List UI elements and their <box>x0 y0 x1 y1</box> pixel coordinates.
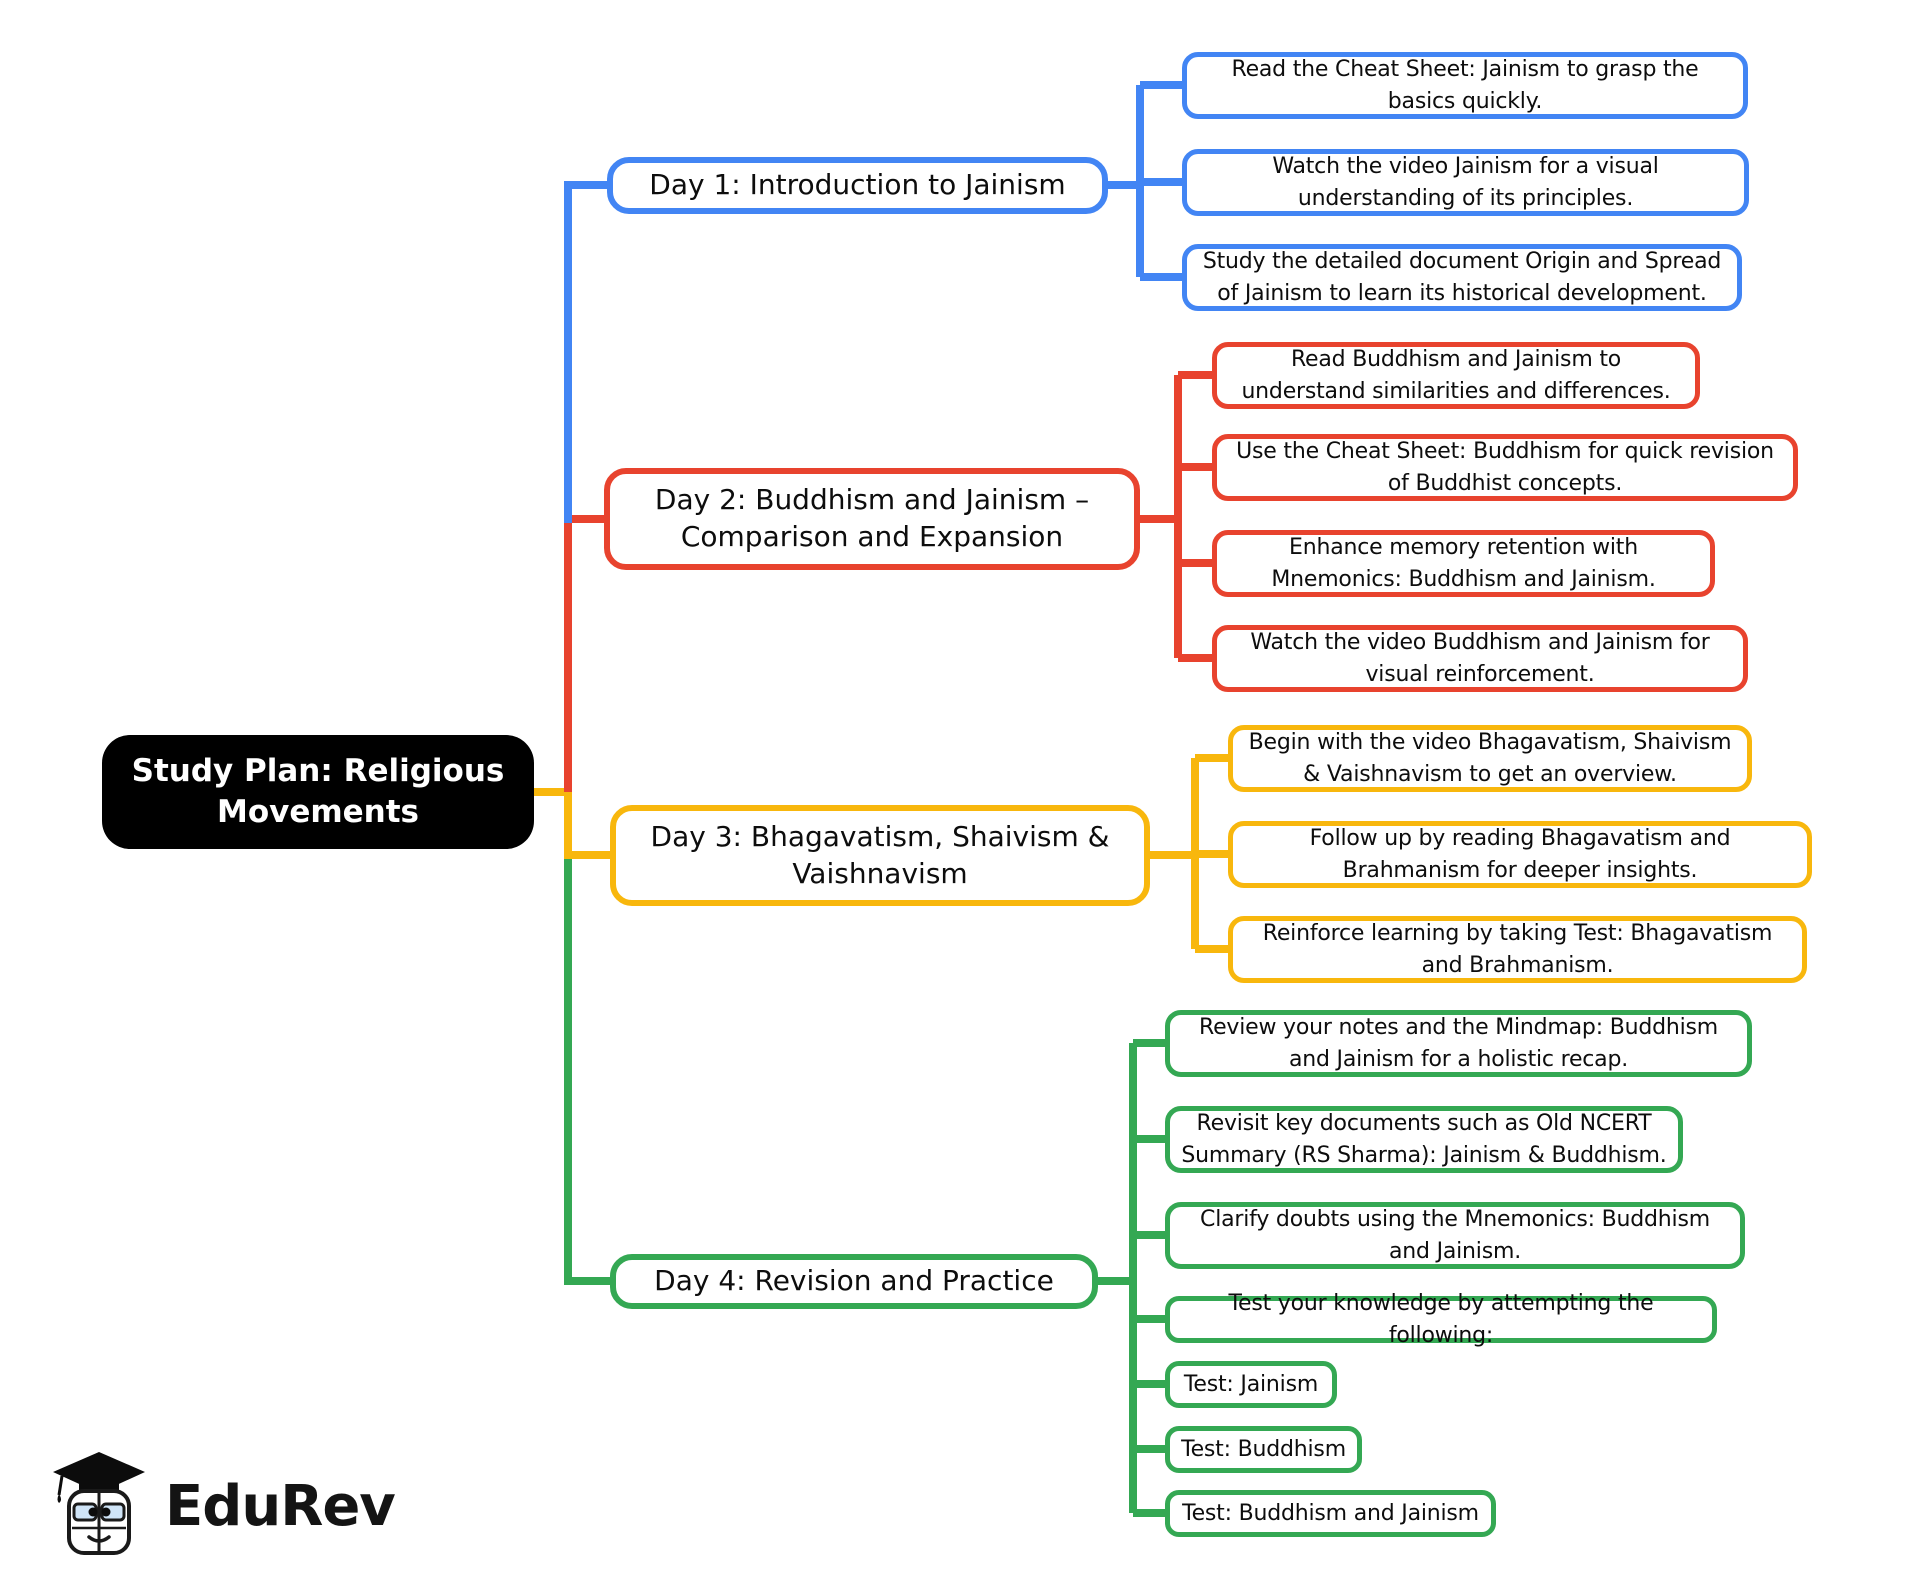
day3-item-2[interactable]: Follow up by reading Bhagavatism and Bra… <box>1228 821 1812 888</box>
day1-item-1[interactable]: Read the Cheat Sheet: Jainism to grasp t… <box>1182 52 1748 119</box>
connector-main-day1 <box>564 181 607 523</box>
day4-item-5-test-jainism[interactable]: Test: Jainism <box>1165 1361 1337 1408</box>
day2-item-1[interactable]: Read Buddhism and Jainism to understand … <box>1212 342 1700 409</box>
day1-item-3[interactable]: Study the detailed document Origin and S… <box>1182 244 1742 311</box>
day2-node[interactable]: Day 2: Buddhism and Jainism – Comparison… <box>604 468 1140 570</box>
edurev-logo[interactable]: EduRev <box>49 1448 396 1564</box>
connector-sub-day2 <box>1140 371 1212 662</box>
connector-sub-day3 <box>1150 754 1228 953</box>
connector-sub-day1 <box>1108 81 1182 281</box>
edurev-mascot-icon <box>49 1448 149 1564</box>
day4-item-7-test-buddhism-jainism[interactable]: Test: Buddhism and Jainism <box>1165 1490 1496 1537</box>
day4-item-1[interactable]: Review your notes and the Mindmap: Buddh… <box>1165 1010 1752 1077</box>
day1-node[interactable]: Day 1: Introduction to Jainism <box>607 157 1108 214</box>
day3-item-1[interactable]: Begin with the video Bhagavatism, Shaivi… <box>1228 725 1752 792</box>
day4-item-2[interactable]: Revisit key documents such as Old NCERT … <box>1165 1106 1683 1173</box>
day1-item-2[interactable]: Watch the video Jainism for a visual und… <box>1182 149 1749 216</box>
edurev-logo-text: EduRev <box>165 1473 396 1539</box>
day4-item-3[interactable]: Clarify doubts using the Mnemonics: Budd… <box>1165 1202 1745 1269</box>
connector-main-day4 <box>564 792 610 1285</box>
root-node: Study Plan: Religious Movements <box>102 735 534 849</box>
day4-item-6-test-buddhism[interactable]: Test: Buddhism <box>1165 1426 1362 1473</box>
connector-main-day2 <box>564 515 604 792</box>
day2-item-3[interactable]: Enhance memory retention with Mnemonics:… <box>1212 530 1715 597</box>
day2-item-4[interactable]: Watch the video Buddhism and Jainism for… <box>1212 625 1748 692</box>
day3-node[interactable]: Day 3: Bhagavatism, Shaivism & Vaishnavi… <box>610 805 1150 906</box>
day2-item-2[interactable]: Use the Cheat Sheet: Buddhism for quick … <box>1212 434 1798 501</box>
connector-sub-day4 <box>1098 1039 1165 1517</box>
day4-item-4[interactable]: Test your knowledge by attempting the fo… <box>1165 1291 1717 1348</box>
connector-main-day3 <box>533 788 610 859</box>
day4-node[interactable]: Day 4: Revision and Practice <box>610 1254 1098 1309</box>
day3-item-3[interactable]: Reinforce learning by taking Test: Bhaga… <box>1228 916 1807 983</box>
